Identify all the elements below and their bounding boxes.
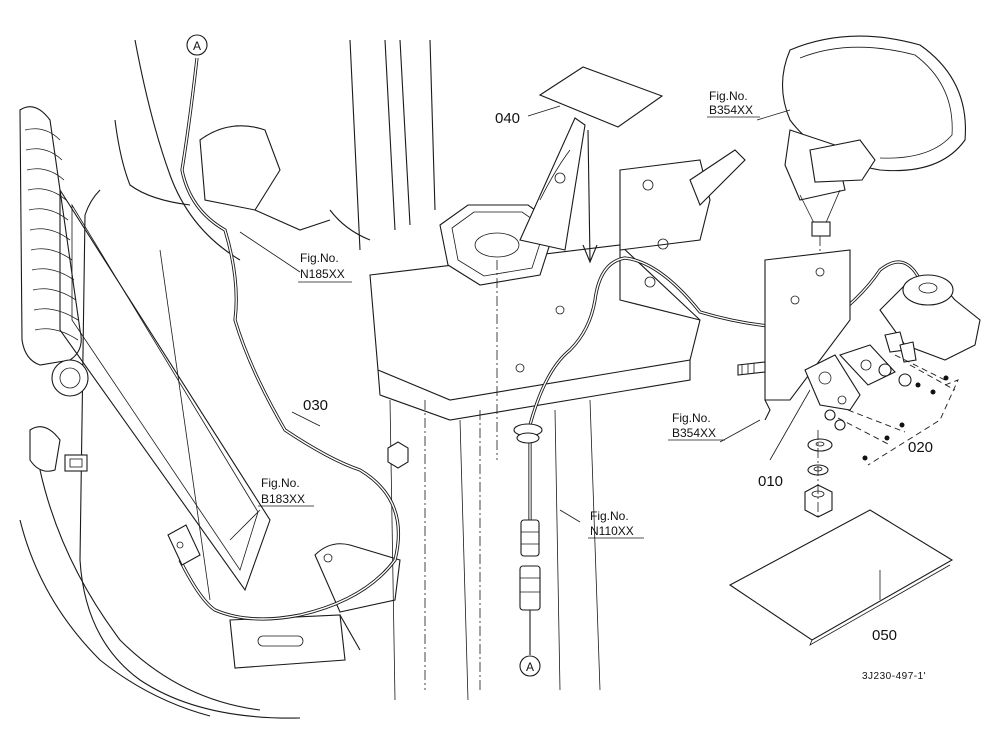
ref-n185-prefix: Fig.No. <box>300 251 339 265</box>
work-lamp <box>782 35 967 330</box>
centre-cable <box>513 256 922 655</box>
marker-a-top-label: A <box>193 39 201 53</box>
part-label-030: 030 <box>303 397 328 414</box>
ref-b183-prefix: Fig.No. <box>261 476 300 490</box>
ref-n110: Fig.No. N110XX <box>590 509 634 538</box>
part-040-pad <box>527 66 664 264</box>
part-050-sheet <box>728 509 954 646</box>
ref-b354-mid: Fig.No. B354XX <box>672 411 716 440</box>
part-label-020: 020 <box>908 439 933 456</box>
ref-b354-mid-prefix: Fig.No. <box>672 411 711 425</box>
ref-n110-code: N110XX <box>590 524 634 538</box>
marker-a-top: A <box>186 34 208 56</box>
lamp-bracket-assembly <box>737 249 981 520</box>
part-label-050: 050 <box>872 627 897 644</box>
marker-a-bottom: A <box>519 655 541 677</box>
part-label-040: 040 <box>495 110 520 127</box>
drawing-code: 3J230-497-1' <box>862 671 926 682</box>
ref-b354-top: Fig.No. B354XX <box>709 89 753 117</box>
part-label-010: 010 <box>758 473 783 490</box>
part-030-harness <box>167 57 400 621</box>
ref-n185-code: N185XX <box>300 267 345 281</box>
ref-b354-top-code: B354XX <box>709 103 753 117</box>
mount-platform <box>369 117 746 701</box>
ref-n185: Fig.No. N185XX <box>300 251 345 281</box>
ref-b354-mid-code: B354XX <box>672 426 716 440</box>
ref-b183: Fig.No. B183XX <box>261 476 305 506</box>
marker-a-bottom-label: A <box>526 660 534 674</box>
leader-lines <box>229 109 881 600</box>
ref-b183-code: B183XX <box>261 492 305 506</box>
ref-n110-prefix: Fig.No. <box>590 509 629 523</box>
ref-b354-top-prefix: Fig.No. <box>709 89 748 103</box>
seat-frame <box>19 39 436 719</box>
